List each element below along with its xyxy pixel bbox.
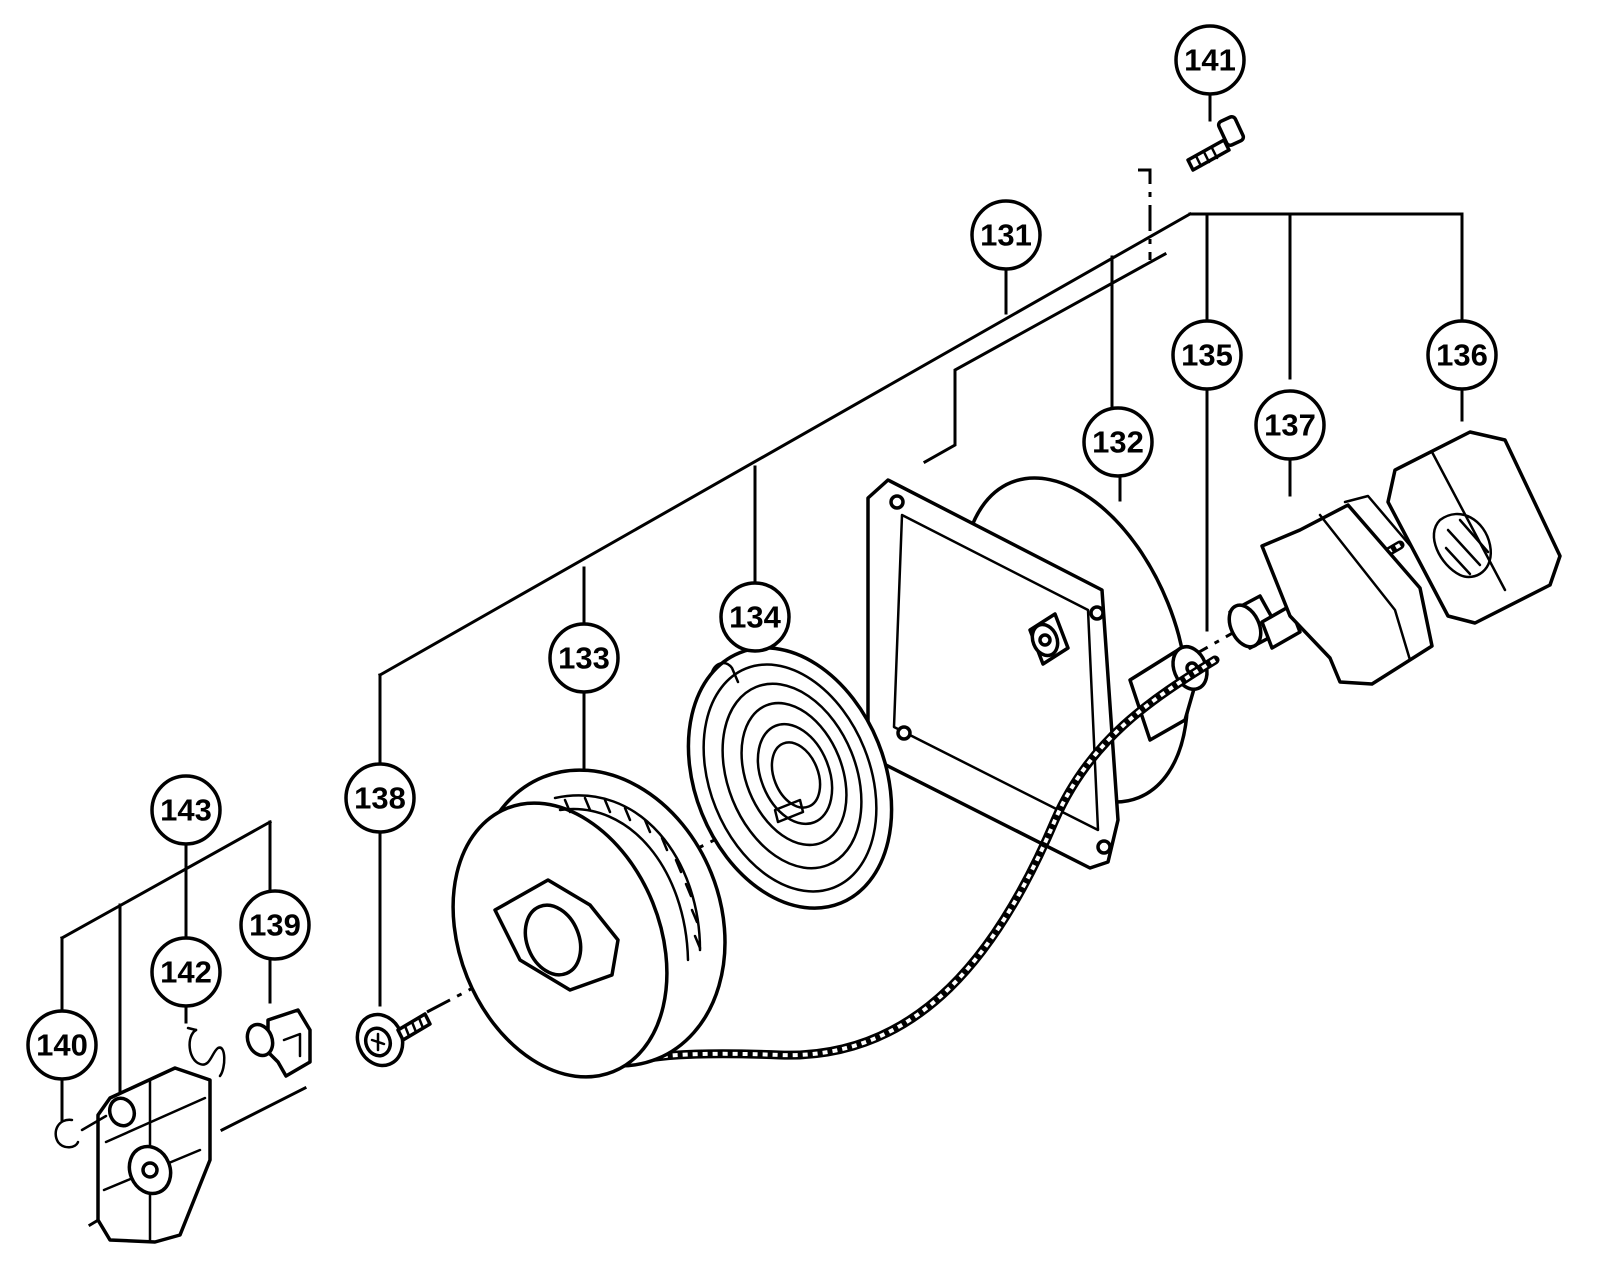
- callout-139: 139: [239, 889, 311, 961]
- svg-text:134: 134: [729, 600, 781, 635]
- svg-text:138: 138: [354, 781, 406, 816]
- svg-text:139: 139: [249, 908, 301, 943]
- pawl-plate-143: [96, 1066, 212, 1244]
- e-clip-140: [54, 1114, 108, 1149]
- pawl-139: [245, 1008, 312, 1078]
- leader-lines: [59, 92, 1464, 1228]
- callout-132: 132: [1082, 406, 1154, 478]
- starter-handle-137: [1260, 494, 1438, 686]
- svg-text:140: 140: [36, 1028, 88, 1063]
- svg-text:137: 137: [1264, 408, 1316, 443]
- callout-140: 140: [26, 1009, 98, 1081]
- svg-text:132: 132: [1092, 425, 1144, 460]
- svg-text:142: 142: [160, 955, 212, 990]
- callout-143: 143: [150, 774, 222, 846]
- handle-grip-136: [1386, 430, 1562, 625]
- svg-text:131: 131: [980, 218, 1032, 253]
- screw-141: [1186, 114, 1246, 172]
- rope-pulley-133: [451, 768, 727, 1079]
- callout-137: 137: [1254, 389, 1326, 461]
- svg-text:143: 143: [160, 793, 212, 828]
- callout-141: 141: [1174, 24, 1246, 96]
- svg-text:136: 136: [1436, 338, 1488, 373]
- callout-135: 135: [1171, 319, 1243, 391]
- callout-133: 133: [548, 622, 620, 694]
- svg-text:141: 141: [1184, 43, 1236, 78]
- callout-142: 142: [150, 936, 222, 1008]
- callout-131: 131: [970, 199, 1042, 271]
- recoil-spring-134: [686, 646, 894, 910]
- svg-text:133: 133: [558, 641, 610, 676]
- spring-142: [186, 1026, 226, 1078]
- svg-text:135: 135: [1181, 338, 1233, 373]
- screw-washer-138: [355, 1012, 432, 1068]
- callout-134: 134: [719, 581, 791, 653]
- callout-136: 136: [1426, 319, 1498, 391]
- starter-housing-132: [866, 476, 1209, 870]
- callout-138: 138: [344, 762, 416, 834]
